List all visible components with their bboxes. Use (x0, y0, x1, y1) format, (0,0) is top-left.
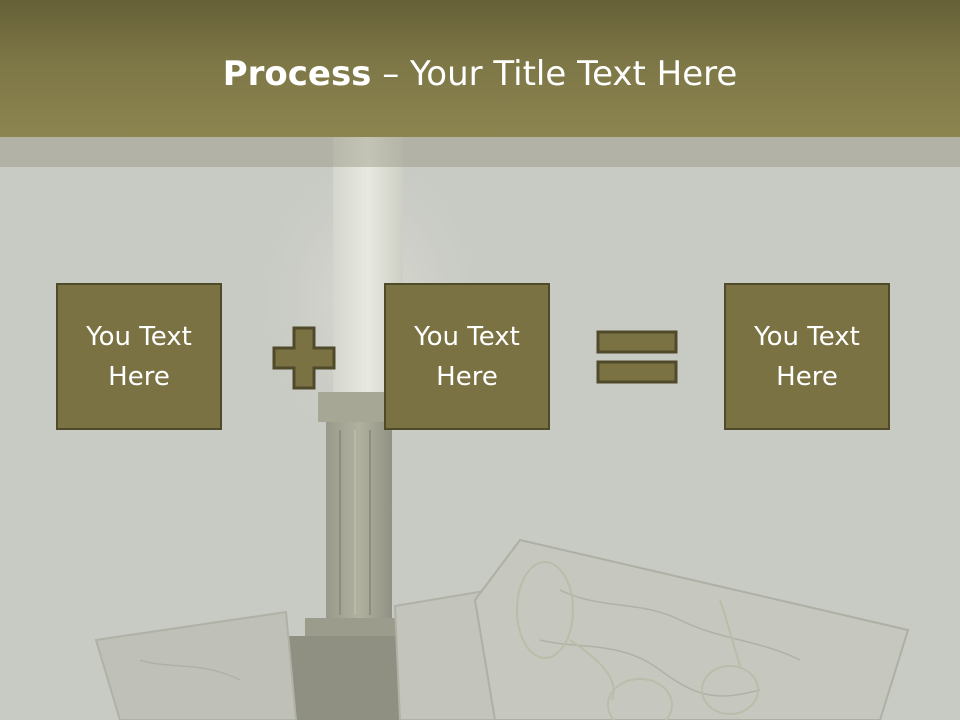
title-banner (0, 0, 960, 137)
title-banner-strip (0, 137, 960, 167)
slide-title-bold: Process (222, 54, 372, 94)
process-box-2-label: You Text Here (414, 321, 520, 392)
process-box-2[interactable]: You Text Here (384, 283, 550, 430)
slide-title[interactable]: Process – Your Title Text Here (0, 52, 960, 96)
plus-icon (272, 326, 336, 390)
maps-image (94, 538, 910, 720)
process-box-1-label: You Text Here (86, 321, 192, 392)
process-box-3-label: You Text Here (754, 321, 860, 392)
equals-icon (596, 330, 678, 386)
process-box-3[interactable]: You Text Here (724, 283, 890, 430)
eyeglasses-image (516, 561, 759, 720)
slide-title-rest: – Your Title Text Here (371, 54, 738, 94)
process-box-1[interactable]: You Text Here (56, 283, 222, 430)
